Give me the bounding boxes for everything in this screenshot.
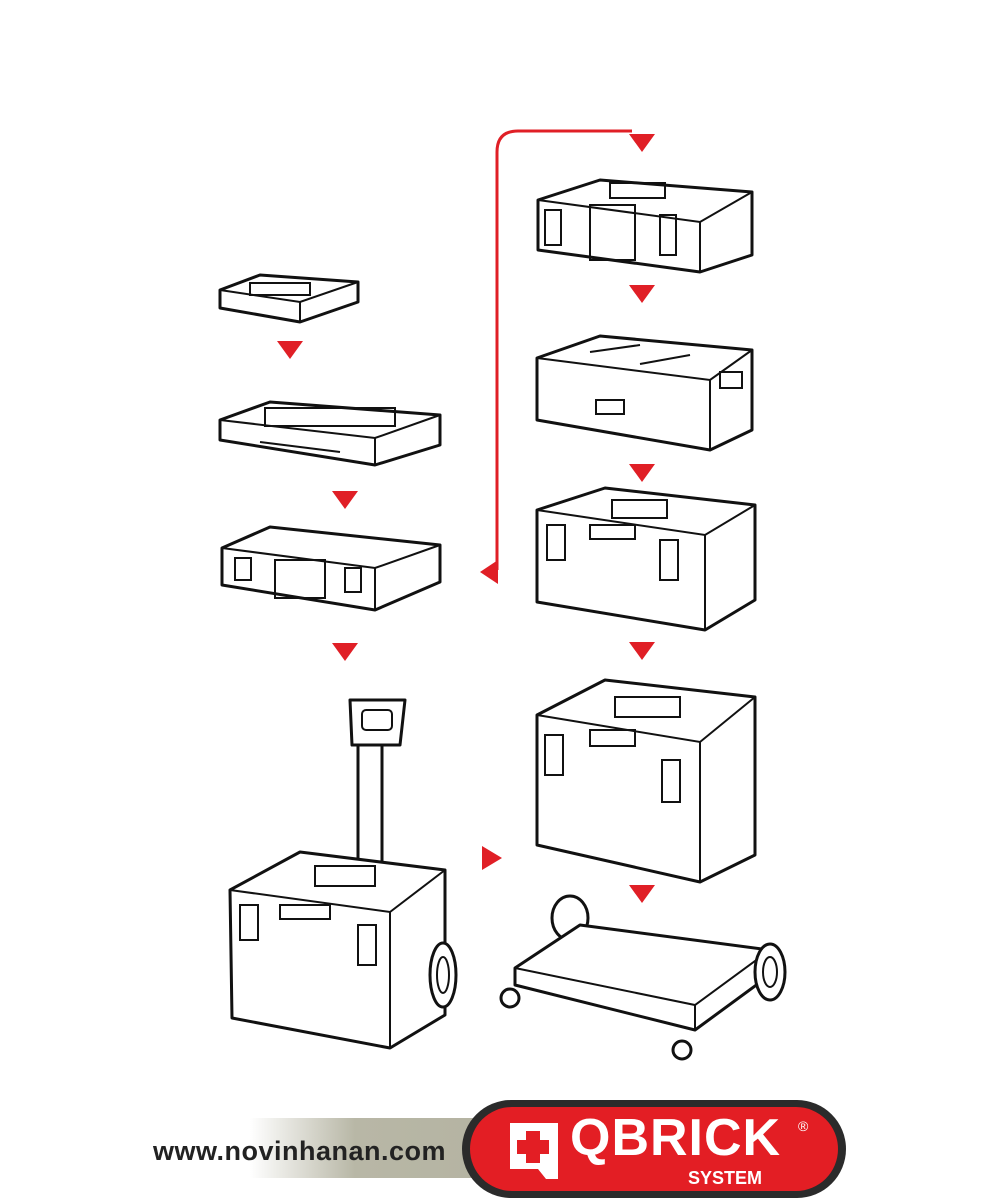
trolley-toolbox: [228, 698, 458, 1050]
arrows: [277, 134, 655, 903]
arrow-down: [629, 464, 655, 482]
arrow-down: [629, 642, 655, 660]
arrow-left: [480, 560, 498, 584]
medium-organizer: [218, 400, 442, 467]
wheeled-base: [499, 894, 787, 1061]
large-organizer: [220, 525, 442, 612]
arrow-down: [332, 491, 358, 509]
website-link[interactable]: www.novinhanan.com: [153, 1136, 447, 1166]
qbrick-cross-icon: [510, 1123, 558, 1179]
mid-toolbox: [535, 486, 757, 632]
brand-name: QBRICK: [570, 1109, 782, 1167]
tall-toolbox: [535, 678, 757, 884]
qbrick-logo: QBRICK ® SYSTEM: [462, 1100, 846, 1198]
arrow-down: [629, 134, 655, 152]
arrow-down: [277, 341, 303, 359]
open-tray-box: [535, 334, 754, 452]
top-case: [536, 178, 754, 274]
arrow-down: [332, 643, 358, 661]
brand-subtitle: SYSTEM: [688, 1168, 763, 1188]
arrow-right: [482, 846, 502, 870]
registered-mark: ®: [798, 1118, 809, 1134]
arrow-down: [629, 285, 655, 303]
logo-badge: QBRICK ® SYSTEM: [470, 1107, 838, 1191]
small-organizer: [218, 273, 360, 324]
arrow-down: [629, 885, 655, 903]
connector-line: [495, 129, 632, 570]
